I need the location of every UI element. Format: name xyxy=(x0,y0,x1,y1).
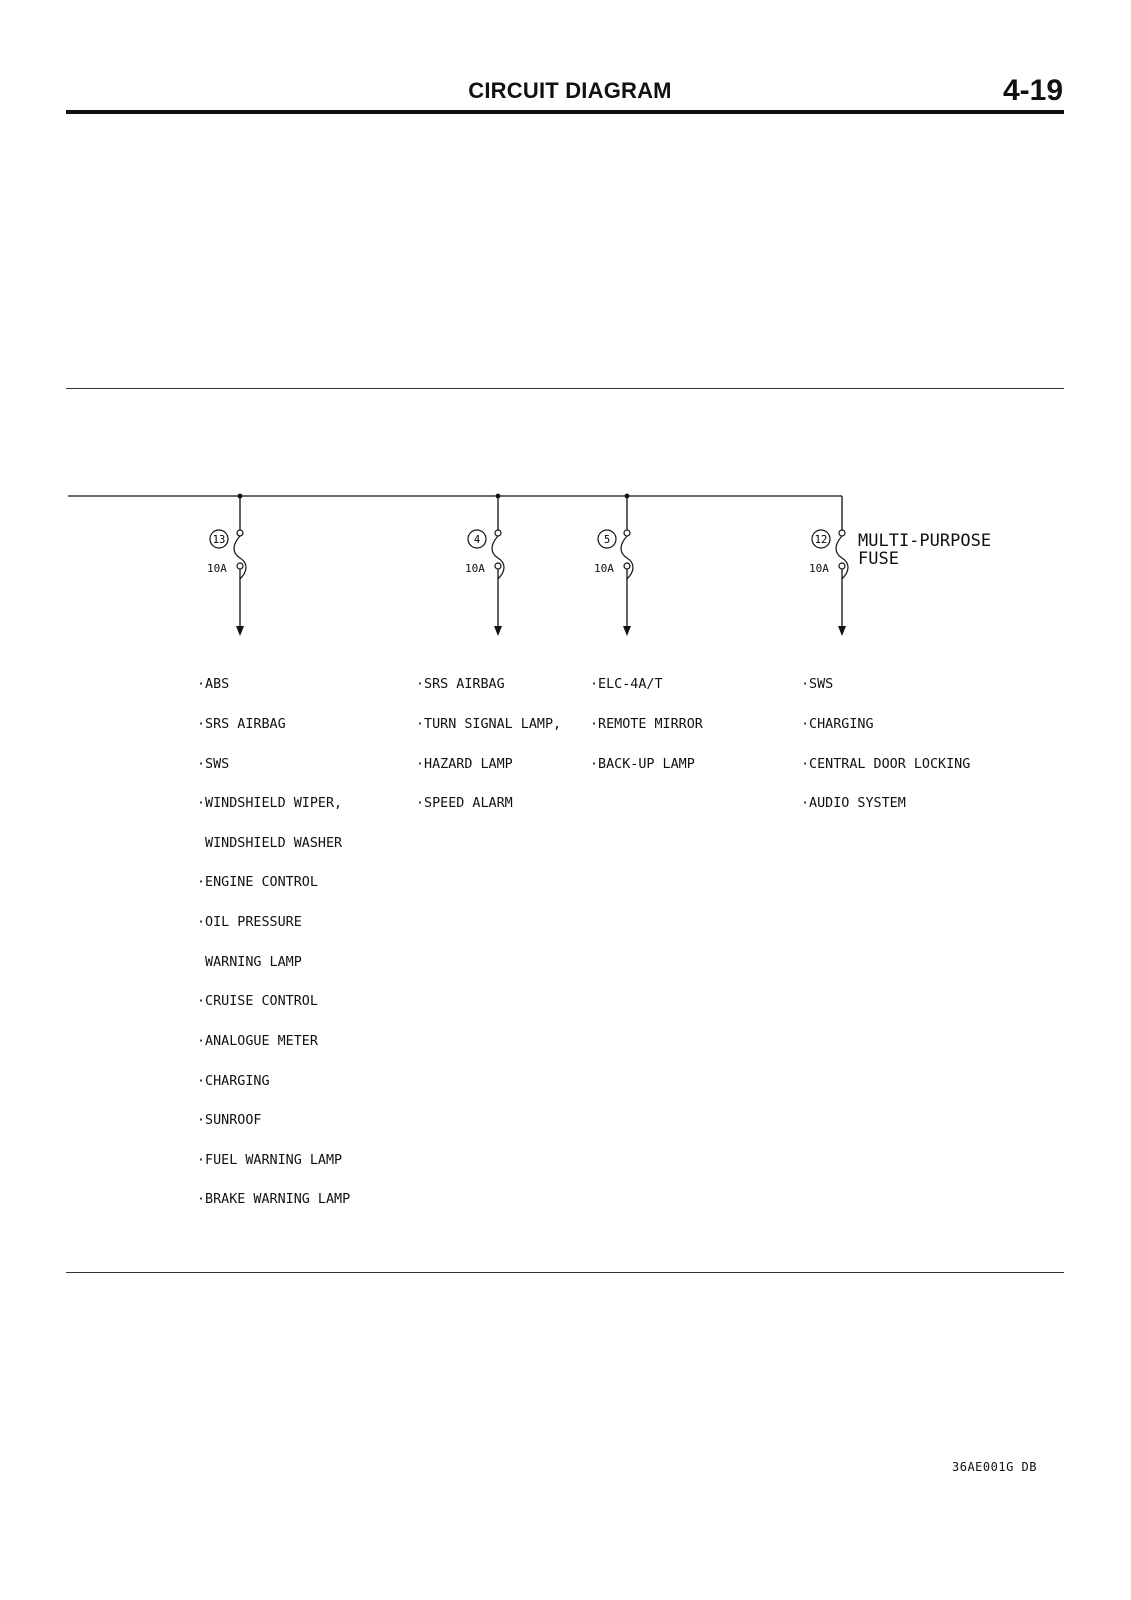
load-list-fuse-4: ·SRS AIRBAG ·TURN SIGNAL LAMP, ·HAZARD L… xyxy=(416,652,561,824)
fuse-symbol xyxy=(620,535,634,580)
page-title: CIRCUIT DIAGRAM xyxy=(468,78,672,103)
arrow-icon xyxy=(494,626,502,636)
fuse-number: 4 xyxy=(474,534,480,546)
fuse-number: 13 xyxy=(213,534,226,546)
fuse-terminal-top xyxy=(494,529,502,537)
list-item: ·SRS AIRBAG xyxy=(416,677,505,693)
fuse-number-circle xyxy=(467,529,487,549)
frame-bottom-rule xyxy=(66,1272,1064,1273)
list-item: ·OIL PRESSURE xyxy=(197,915,302,931)
fuse-branch-4: 4 xyxy=(467,493,505,636)
list-item: ·REMOTE MIRROR xyxy=(590,717,703,733)
list-item: ·TURN SIGNAL LAMP, xyxy=(416,717,562,733)
list-item: ·CHARGING xyxy=(801,717,874,733)
fuse-terminal-bottom xyxy=(494,562,502,570)
load-list-fuse-13: ·ABS ·SRS AIRBAG ·SWS ·WINDSHIELD WIPER,… xyxy=(197,652,350,1220)
fuse-box-title: MULTI-PURPOSE FUSE xyxy=(858,532,991,568)
list-item: ·ABS xyxy=(197,677,230,693)
list-item: ·BACK-UP LAMP xyxy=(590,756,695,772)
list-item: WARNING LAMP xyxy=(197,954,302,970)
list-item: ·CHARGING xyxy=(197,1073,270,1089)
list-item: ·BRAKE WARNING LAMP xyxy=(197,1192,351,1208)
fuse-terminal-top xyxy=(236,529,244,537)
fuse-number: 12 xyxy=(815,534,828,546)
fuse-box-title-line1: MULTI-PURPOSE xyxy=(858,531,992,551)
arrow-icon xyxy=(623,626,631,636)
list-item: ·ANALOGUE METER xyxy=(197,1033,318,1049)
list-item: ·WINDSHIELD WIPER, xyxy=(197,796,343,812)
list-item: ·SWS xyxy=(801,677,834,693)
list-item: ·SUNROOF xyxy=(197,1113,262,1129)
fuse-number-circle xyxy=(811,529,831,549)
list-item: WINDSHIELD WASHER xyxy=(197,835,343,851)
fuse-rating: 10A xyxy=(594,562,614,575)
fuse-symbol xyxy=(233,535,247,580)
list-item: ·FUEL WARNING LAMP xyxy=(197,1152,343,1168)
fuse-terminal-bottom xyxy=(623,562,631,570)
list-item: ·CRUISE CONTROL xyxy=(197,994,318,1010)
fuse-box-title-line2: FUSE xyxy=(858,549,899,569)
list-item: ·ENGINE CONTROL xyxy=(197,875,318,891)
fuse-rating: 10A xyxy=(809,562,829,575)
load-list-fuse-12: ·SWS ·CHARGING ·CENTRAL DOOR LOCKING ·AU… xyxy=(801,652,970,824)
fuse-number-circle xyxy=(209,529,229,549)
fuse-terminal-bottom xyxy=(838,562,846,570)
document-code: 36AE001G DB xyxy=(952,1460,1037,1474)
header-rule xyxy=(66,110,1064,114)
list-item: ·HAZARD LAMP xyxy=(416,756,513,772)
fuse-symbol xyxy=(835,535,849,580)
fuse-rating: 10A xyxy=(207,562,227,575)
page-number: 4-19 xyxy=(1002,74,1063,107)
list-item: ·SPEED ALARM xyxy=(416,796,513,812)
fuse-branch-5: 5 xyxy=(597,493,634,636)
fuse-branch-13: 13 xyxy=(209,493,247,636)
arrow-icon xyxy=(838,626,846,636)
fuse-terminal-top xyxy=(838,529,846,537)
fuse-rating: 10A xyxy=(465,562,485,575)
list-item: ·AUDIO SYSTEM xyxy=(801,796,906,812)
frame-top-rule xyxy=(66,388,1064,389)
fuse-number: 5 xyxy=(604,534,610,546)
arrow-icon xyxy=(236,626,244,636)
list-item: ·CENTRAL DOOR LOCKING xyxy=(801,756,971,772)
fuse-terminal-top xyxy=(623,529,631,537)
list-item: ·ELC-4A/T xyxy=(590,677,663,693)
fuse-symbol xyxy=(491,535,505,580)
load-list-fuse-5: ·ELC-4A/T ·REMOTE MIRROR ·BACK-UP LAMP xyxy=(590,652,703,784)
list-item: ·SRS AIRBAG xyxy=(197,717,286,733)
fuse-branch-12: 12 xyxy=(811,529,849,636)
fuse-number-circle xyxy=(597,529,617,549)
list-item: ·SWS xyxy=(197,756,230,772)
fuse-terminal-bottom xyxy=(236,562,244,570)
